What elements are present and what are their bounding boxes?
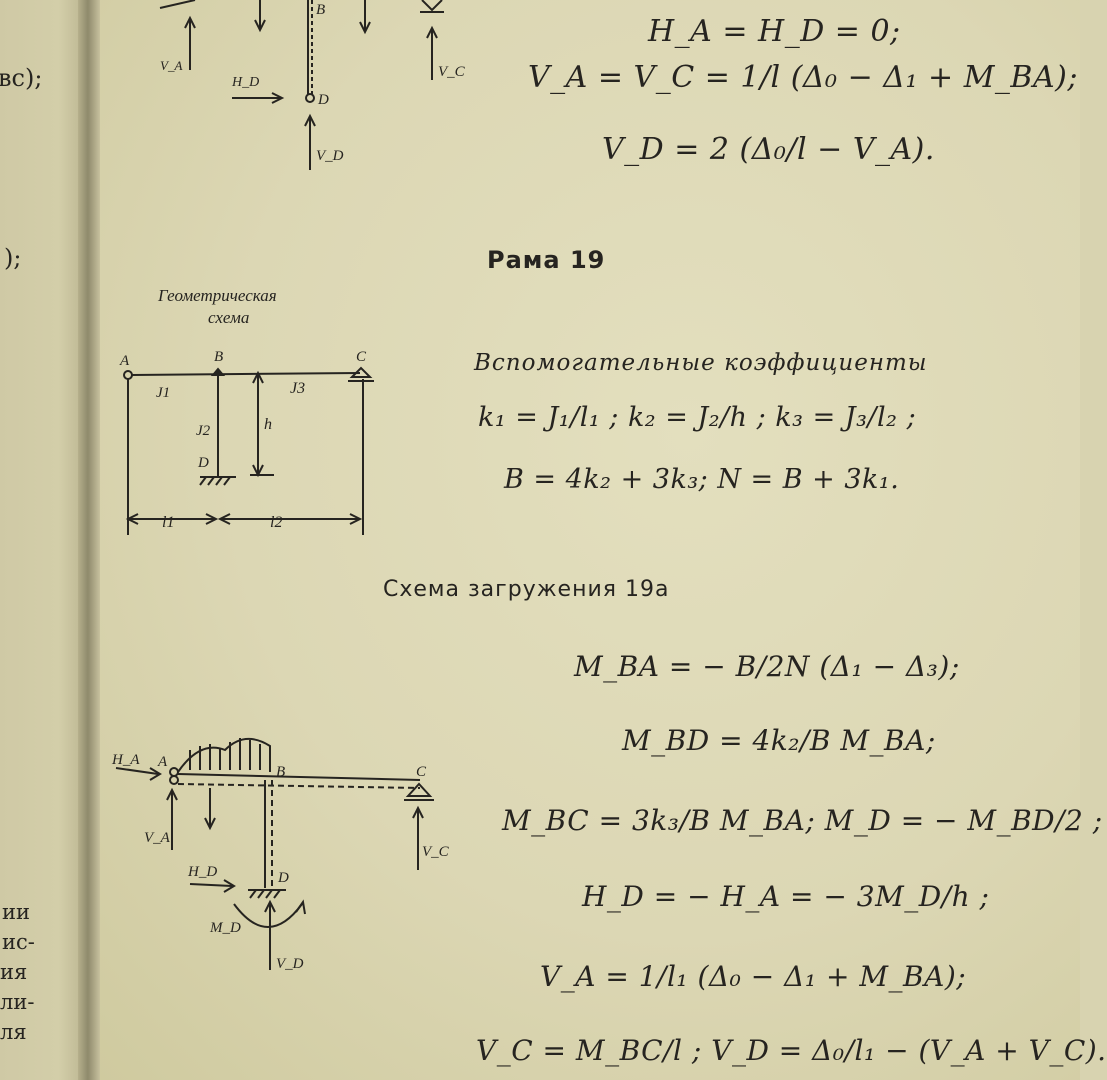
load-label: V_C (422, 844, 450, 860)
load-label: V_D (276, 956, 304, 972)
scheme-label: A (119, 353, 130, 369)
load-label: M_D (209, 920, 241, 936)
load-label: H_A (111, 752, 140, 768)
formula: M_BD = 4k₂/B M_BA; (622, 724, 936, 757)
left-fragment: вс); (0, 64, 43, 92)
scheme-label: l1 (162, 514, 174, 531)
formula: V_A = V_C = 1/l (Δ₀ − Δ₁ + M_BA); (528, 60, 1078, 95)
left-fragment: ис- (2, 930, 35, 954)
load-label: A (157, 754, 168, 770)
scheme-label: l2 (270, 514, 282, 531)
left-fragment: ля (0, 1020, 27, 1044)
formula: B = 4k₂ + 3k₃; N = B + 3k₁. (504, 464, 900, 495)
load-label: C (416, 764, 427, 780)
left-page: вс); ); ии ис- ия ли- ля (0, 0, 84, 1080)
left-fragment: ли- (0, 990, 35, 1014)
scheme-label: C (356, 349, 367, 365)
formula: H_D = − H_A = − 3M_D/h ; (582, 880, 990, 913)
top-label: H_D (231, 75, 259, 90)
scheme-label: J1 (156, 385, 170, 401)
top-label: V_A (160, 58, 182, 73)
scheme-caption: схема (208, 308, 250, 327)
top-label: B (316, 2, 325, 18)
load-label: H_D (187, 864, 217, 880)
right-page (100, 0, 1080, 1080)
scheme-label: J3 (290, 380, 305, 397)
top-label: V_D (316, 148, 344, 164)
load-label: V_A (144, 830, 171, 846)
formula: H_A = H_D = 0; (648, 14, 901, 49)
load-title: Схема загружения 19а (383, 577, 670, 602)
top-label: V_C (438, 64, 466, 80)
left-fragment: ); (4, 244, 22, 272)
formula: V_C = M_BC/l ; V_D = Δ₀/l₁ − (V_A + V_C)… (476, 1034, 1107, 1067)
formula: V_A = 1/l₁ (Δ₀ − Δ₁ + M_BA); (540, 960, 967, 993)
scheme-label: J2 (196, 423, 211, 439)
aux-title: Вспомогательные коэффициенты (474, 350, 928, 376)
top-label: D (317, 92, 329, 108)
load-label: B (276, 764, 285, 780)
formula: V_D = 2 (Δ₀/l − V_A). (602, 132, 935, 167)
geometric-scheme-diagram: A B C D J1 J2 J3 h l1 l2 (119, 349, 374, 535)
formula: k₁ = J₁/l₁ ; k₂ = J₂/h ; k₃ = J₃/l₂ ; (478, 402, 917, 433)
formula: M_BA = − B/2N (Δ₁ − Δ₃); (574, 650, 960, 683)
left-fragment: ия (0, 960, 28, 984)
top-frame-diagram: B V_A V_C H_D D V_D (159, 0, 466, 170)
scheme-label: h (264, 416, 272, 433)
scheme-label: B (214, 349, 223, 365)
frame-title: Рама 19 (487, 246, 606, 274)
load-scheme-diagram: H_A A B C V_A V_C H_D D M_D V_D (111, 738, 450, 972)
scheme-caption: Геометрическая (158, 286, 277, 305)
scheme-label: D (197, 455, 209, 471)
formula: M_BC = 3k₃/B M_BA; M_D = − M_BD/2 ; (502, 804, 1103, 837)
book-gutter (78, 0, 100, 1080)
load-label: D (277, 870, 289, 886)
left-fragment: ии (2, 900, 30, 924)
